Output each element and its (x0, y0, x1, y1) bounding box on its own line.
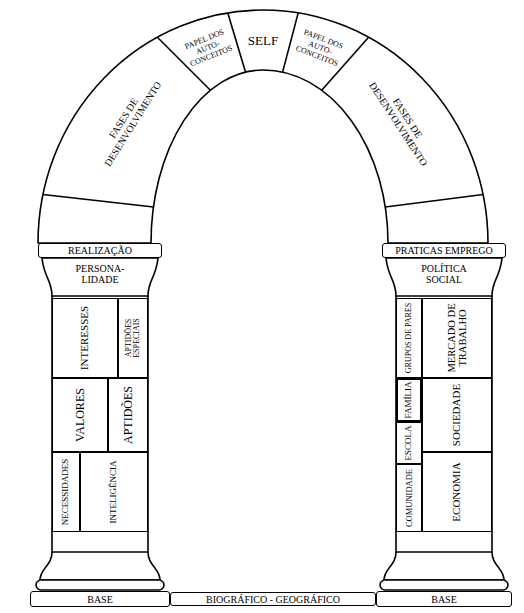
base-plinth: BASE (376, 591, 512, 607)
node-label: BASE (87, 594, 113, 605)
node-label: POLÍTICA SOCIAL (407, 263, 481, 285)
column-segment: INTERESSES (52, 298, 118, 378)
node-label: GRUPOS DE PARES (405, 301, 413, 375)
ground-band: BIOGRÁFICO - GEOGRÁFICO (170, 592, 376, 606)
node-label: SELF (235, 34, 291, 48)
node-label: ECONOMIA (451, 455, 463, 529)
column: POLÍTICA SOCIAL GRUPOS DE PARES MERCADO DE… (382, 258, 506, 532)
base-plinth: BASE (30, 591, 170, 607)
node-label: COMUNIDADE (405, 467, 414, 529)
node-label: INTERESSES (79, 301, 91, 375)
capital-band: PRATICAS EMPREGO (382, 243, 506, 258)
column-segment: MERCADO DE TRABALHO (422, 298, 492, 378)
column-segment: INTELIGÊNCIA (80, 452, 148, 532)
column-segment: SOCIEDADE (422, 378, 492, 452)
column-segment: ESCOLA (396, 422, 422, 464)
node-label: ESCOLA (404, 425, 413, 461)
node-label: NECESSIDADES (61, 455, 70, 529)
capital-band: REALIZAÇÃO (38, 243, 162, 258)
keystone: SELF (235, 34, 291, 48)
node-label: REALIZAÇÃO (68, 245, 132, 256)
column-segment: GRUPOS DE PARES (396, 298, 422, 378)
column: PERSONA- LIDADE INTERESSES APTIDÕES ESPECI… (38, 258, 162, 532)
column-segment: APTIDÕES ESPECIAIS (118, 298, 148, 378)
node-label: MERCADO DE TRABALHO (446, 301, 468, 375)
column-segment: APTIDÕES (108, 378, 148, 452)
column-segment: NECESSIDADES (52, 452, 80, 532)
column-segment: VALORES (52, 378, 108, 452)
node-label: APTIDÕES (122, 381, 135, 449)
column-segment: COMUNIDADE (396, 464, 422, 532)
column-segment: FAMÍLIA (396, 378, 422, 422)
column-segment: ECONOMIA (422, 452, 492, 532)
node-label: INTELIGÊNCIA (109, 455, 118, 529)
node-label: BASE (431, 594, 457, 605)
node-label: VALORES (74, 381, 87, 449)
node-label: PERSONA- LIDADE (63, 263, 137, 285)
node-label: BIOGRÁFICO - GEOGRÁFICO (206, 594, 340, 605)
node-label: APTIDÕES ESPECIAIS (125, 301, 142, 375)
node-label: FAMÍLIA (404, 381, 413, 419)
node-label: PRATICAS EMPREGO (395, 245, 493, 256)
node-label: SOCIEDADE (451, 381, 463, 449)
